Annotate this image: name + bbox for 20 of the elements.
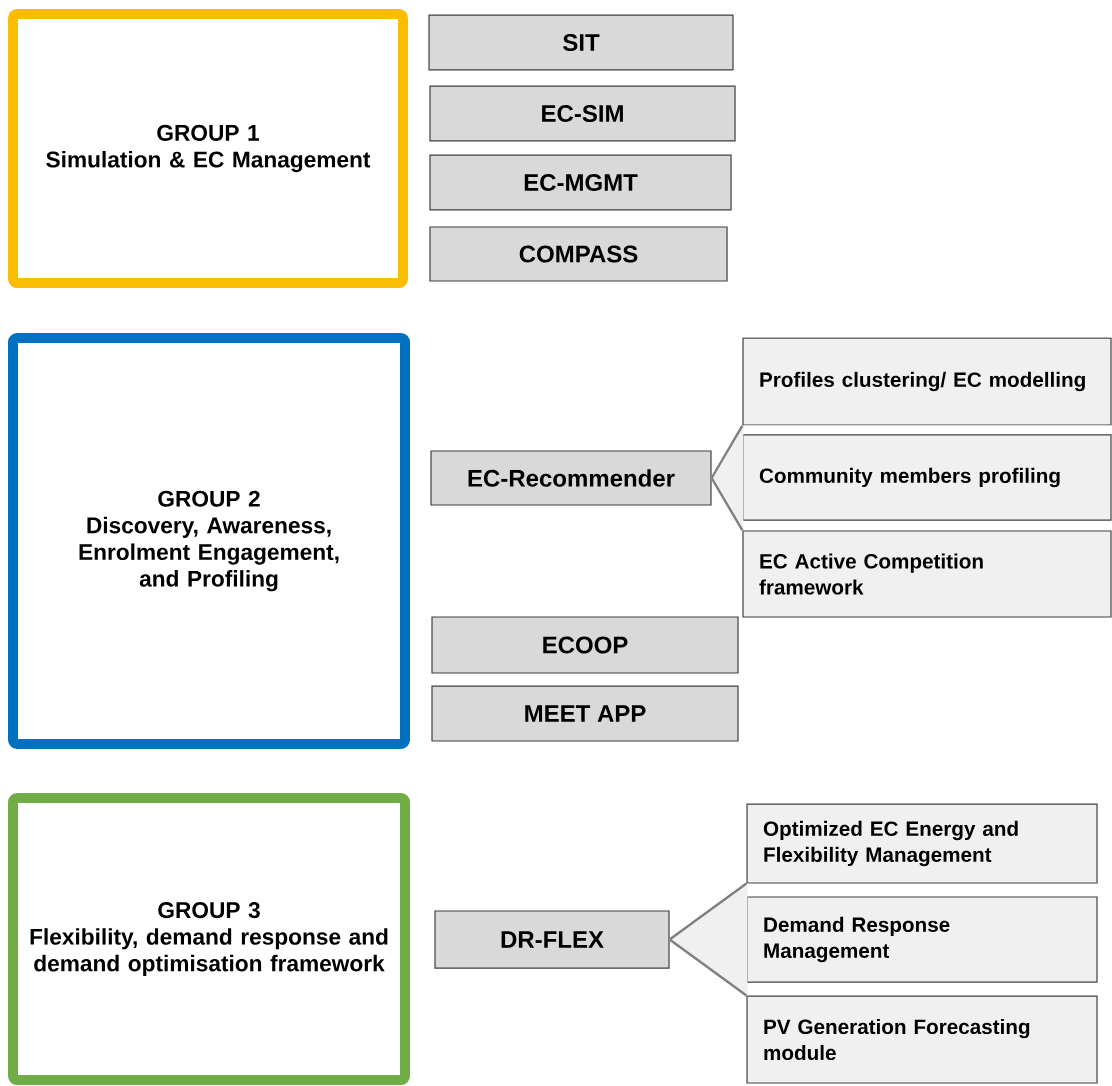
group-box: GROUP 2 Discovery, Awareness, Enrolment Engagement, and Profiling	[8, 333, 410, 749]
component-box: SIT	[428, 14, 734, 71]
group-box: GROUP 1 Simulation & EC Management	[8, 8, 408, 289]
module-box: PV Generation Forecasting module	[746, 995, 1098, 1084]
connector-line	[668, 938, 748, 997]
component-box: EC-SIM	[429, 85, 736, 142]
connector-line	[710, 424, 744, 479]
component-box: EC-MGMT	[429, 154, 732, 211]
module-box: Optimized EC Energy and Flexibility Management	[746, 803, 1098, 884]
module-box: EC Active Competition framework	[742, 530, 1112, 618]
module-box: Profiles clustering/ EC modelling	[742, 337, 1112, 426]
component-box: MEET APP	[431, 685, 739, 742]
component-box: ECOOP	[431, 616, 739, 674]
connector-line	[668, 882, 748, 941]
component-box: DR-FLEX	[434, 910, 670, 969]
component-box: COMPASS	[429, 226, 728, 282]
component-box: EC-Recommender	[430, 450, 712, 506]
connector-line	[710, 477, 744, 531]
node-label: Community members profiling	[759, 467, 1060, 488]
group-box: GROUP 3 Flexibility, demand response and demand optimisation framework	[8, 793, 410, 1085]
